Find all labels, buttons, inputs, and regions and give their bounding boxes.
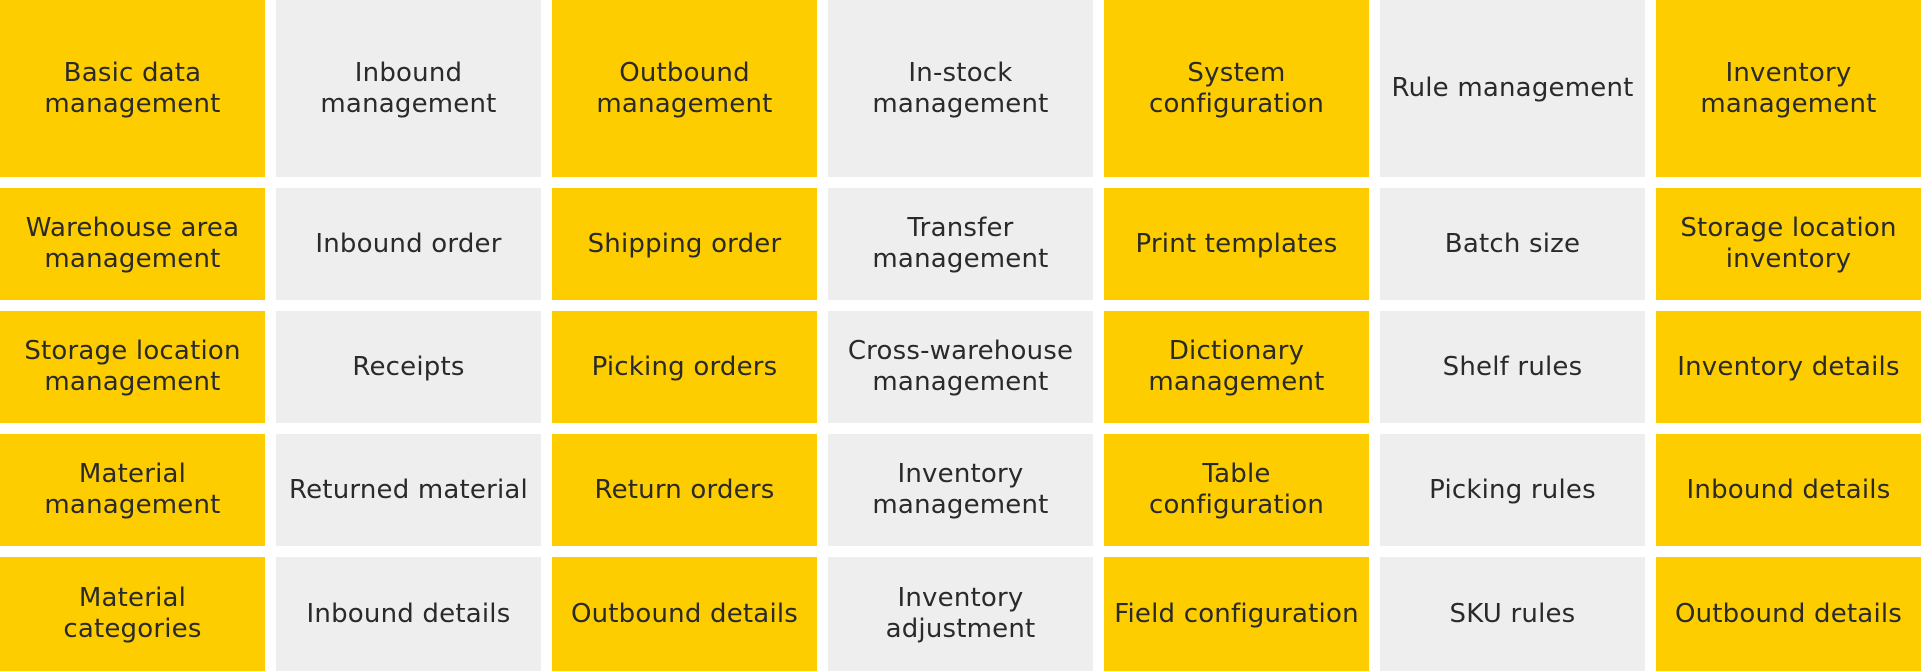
module-field-configuration: Field configuration: [1104, 557, 1369, 671]
module-inventory-adjustment: Inventory adjustment: [828, 557, 1093, 671]
module-label: Return orders: [594, 474, 775, 505]
module-storage-location-management: Storage location management: [0, 311, 265, 423]
module-material-management: Material management: [0, 434, 265, 546]
module-receipts: Receipts: [276, 311, 541, 423]
module-table-configuration: Table configuration: [1104, 434, 1369, 546]
module-label: Picking orders: [591, 351, 778, 382]
column-header-inbound-management: Inbound management: [276, 0, 541, 177]
module-label: Warehouse area management: [25, 213, 240, 274]
module-picking-rules: Picking rules: [1380, 434, 1645, 546]
module-label: Cross-warehouse management: [847, 336, 1074, 397]
module-label: Inbound details: [1686, 474, 1891, 505]
module-label: Shelf rules: [1442, 351, 1583, 382]
module-label: Inventory management: [872, 459, 1049, 520]
module-outbound-details: Outbound details: [552, 557, 817, 671]
module-label: Shipping order: [587, 228, 782, 259]
module-label: Material categories: [63, 583, 202, 644]
module-label: Inventory adjustment: [885, 583, 1036, 644]
module-warehouse-area-management: Warehouse area management: [0, 188, 265, 300]
column-header-label: Rule management: [1391, 73, 1634, 104]
module-label: Storage location management: [24, 336, 241, 397]
module-transfer-management: Transfer management: [828, 188, 1093, 300]
column-header-system-configuration: System configuration: [1104, 0, 1369, 177]
module-cross-warehouse-management: Cross-warehouse management: [828, 311, 1093, 423]
module-inbound-details: Inbound details: [276, 557, 541, 671]
column-header-label: Outbound management: [596, 57, 773, 119]
module-label: Receipts: [352, 351, 465, 382]
module-material-categories: Material categories: [0, 557, 265, 671]
module-label: Table configuration: [1148, 459, 1325, 520]
module-inventory-management: Inventory management: [828, 434, 1093, 546]
module-label: Picking rules: [1429, 474, 1596, 505]
module-inbound-details: Inbound details: [1656, 434, 1921, 546]
module-returned-material: Returned material: [276, 434, 541, 546]
module-label: Storage location inventory: [1680, 213, 1897, 274]
module-dictionary-management: Dictionary management: [1104, 311, 1369, 423]
module-storage-location-inventory: Storage location inventory: [1656, 188, 1921, 300]
module-inbound-order: Inbound order: [276, 188, 541, 300]
module-outbound-details: Outbound details: [1656, 557, 1921, 671]
column-header-label: Inbound management: [320, 57, 497, 119]
column-header-in-stock-management: In-stock management: [828, 0, 1093, 177]
module-label: Inbound order: [315, 228, 502, 259]
module-label: Returned material: [289, 474, 528, 505]
module-batch-size: Batch size: [1380, 188, 1645, 300]
module-shipping-order: Shipping order: [552, 188, 817, 300]
column-header-label: Inventory management: [1700, 57, 1877, 119]
module-label: Inventory details: [1677, 351, 1900, 382]
module-shelf-rules: Shelf rules: [1380, 311, 1645, 423]
module-sku-rules: SKU rules: [1380, 557, 1645, 671]
column-header-rule-management: Rule management: [1380, 0, 1645, 177]
module-label: Transfer management: [872, 213, 1049, 274]
column-header-outbound-management: Outbound management: [552, 0, 817, 177]
column-header-inventory-management: Inventory management: [1656, 0, 1921, 177]
module-label: Inbound details: [306, 598, 511, 629]
module-label: Print templates: [1135, 228, 1338, 259]
module-picking-orders: Picking orders: [552, 311, 817, 423]
module-label: SKU rules: [1449, 598, 1576, 629]
module-label: Dictionary management: [1148, 336, 1325, 397]
module-label: Material management: [44, 459, 221, 520]
column-header-basic-data-management: Basic data management: [0, 0, 265, 177]
module-print-templates: Print templates: [1104, 188, 1369, 300]
module-label: Outbound details: [570, 598, 799, 629]
column-header-label: Basic data management: [44, 57, 221, 119]
module-label: Batch size: [1444, 228, 1581, 259]
column-header-label: In-stock management: [872, 57, 1049, 119]
module-return-orders: Return orders: [552, 434, 817, 546]
module-label: Field configuration: [1114, 598, 1359, 629]
module-inventory-details: Inventory details: [1656, 311, 1921, 423]
column-header-label: System configuration: [1148, 57, 1325, 119]
module-label: Outbound details: [1674, 598, 1903, 629]
